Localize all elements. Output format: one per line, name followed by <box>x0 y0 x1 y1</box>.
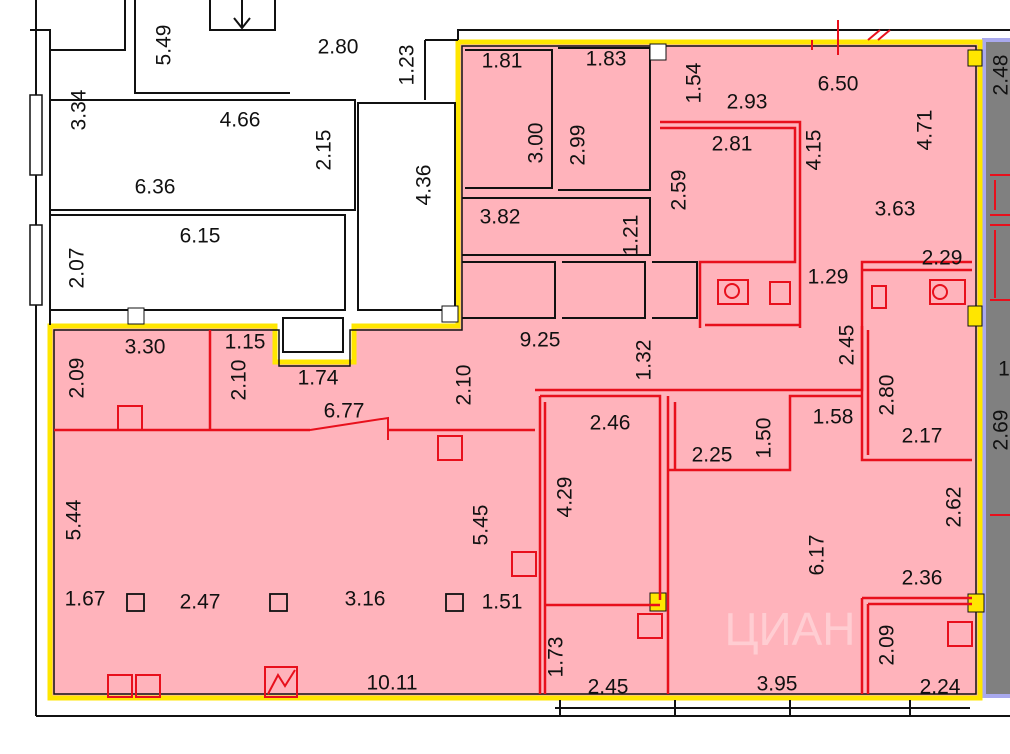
dimension-label: 1.23 <box>396 45 419 86</box>
dimension-label: 5.44 <box>63 499 86 540</box>
dimension-label: 6.36 <box>135 176 176 199</box>
dimension-label: 2.10 <box>453 365 476 406</box>
dimension-label: 4.15 <box>803 130 826 171</box>
dimension-label: 1.51 <box>482 591 523 614</box>
dimension-label: 4.71 <box>914 110 937 151</box>
dimension-label: 1.74 <box>298 367 339 390</box>
dimension-label: 6.50 <box>818 73 859 96</box>
dimension-label: 2.69 <box>990 410 1010 451</box>
dimension-label: 10.11 <box>367 672 418 695</box>
dimension-label: 4.29 <box>554 477 577 518</box>
dimension-label: 6.77 <box>324 400 365 423</box>
dimension-label: 2.47 <box>180 591 221 614</box>
dimension-label: 2.36 <box>902 567 943 590</box>
dimension-label: 3.63 <box>875 198 916 221</box>
dimension-label: 6.17 <box>806 535 829 576</box>
dimension-label: 2.10 <box>228 360 251 401</box>
dimension-label: 3.30 <box>125 336 166 359</box>
dimension-label: 3.82 <box>480 206 521 229</box>
dimension-label: 2.99 <box>567 125 590 166</box>
dimension-label: 2.45 <box>836 325 859 366</box>
dimension-label: 2.59 <box>668 170 691 211</box>
dimension-label: 1.83 <box>586 48 627 71</box>
dimension-label: 2.24 <box>920 676 961 699</box>
neighbor-area <box>982 38 1010 698</box>
watermark-logo: ЦИАН <box>725 603 856 655</box>
dimension-label: 1.54 <box>683 62 706 103</box>
dimension-label: 1.58 <box>813 406 854 429</box>
dimension-label: 9.25 <box>520 329 561 352</box>
dimension-label: 6.15 <box>180 225 221 248</box>
internal-walls <box>127 43 985 613</box>
dimension-label: 2.48 <box>990 55 1010 96</box>
dimension-label: 2.29 <box>922 247 963 270</box>
dimension-label: 1.29 <box>808 266 849 289</box>
dimension-label: 2.09 <box>876 625 899 666</box>
dimension-label: 2.07 <box>66 248 89 289</box>
dimension-label: 4.36 <box>413 165 436 206</box>
dimension-label: 3.16 <box>345 588 386 611</box>
dimension-label: 3.00 <box>525 123 548 164</box>
partitions <box>54 20 1010 698</box>
dimension-label: 2.15 <box>313 130 336 171</box>
dimension-label: 2.17 <box>902 425 943 448</box>
dimension-label: 2.45 <box>588 676 629 699</box>
dimension-label: 3.95 <box>757 673 798 696</box>
dimension-labels: 5.49 2.80 1.23 3.34 4.66 2.15 6.36 4.36 6.15 2.07… <box>63 25 1010 699</box>
dimension-label: 2.93 <box>727 91 768 114</box>
rented-area <box>47 39 983 701</box>
dimension-label: 1.21 <box>620 215 643 256</box>
dimension-label: 2.62 <box>943 487 966 528</box>
dimension-label: 2.80 <box>318 36 359 59</box>
rented-area-outline <box>53 45 977 695</box>
dimension-label: 3.34 <box>68 89 91 130</box>
dimension-label: 2.81 <box>712 133 753 156</box>
dimension-label: 2.80 <box>876 375 899 416</box>
dimension-label: 2.46 <box>590 412 631 435</box>
columns <box>126 593 464 612</box>
dimension-label: 1.67 <box>65 588 106 611</box>
dimension-label: 2.25 <box>692 444 733 467</box>
dimension-label: 5.45 <box>470 505 493 546</box>
dimension-label: 1.50 <box>753 418 776 459</box>
dimension-label: 1.15 <box>225 331 266 354</box>
dimension-label: 4.66 <box>220 109 261 132</box>
dimension-label: 1 <box>998 358 1010 381</box>
dimension-label: 1.32 <box>633 340 656 381</box>
dimension-label: 5.49 <box>153 25 176 66</box>
dimension-label: 1.81 <box>482 50 523 73</box>
stair-arrow-icon <box>233 0 251 30</box>
dimension-label: 1.73 <box>545 637 568 678</box>
dimension-label: 2.09 <box>66 358 89 399</box>
